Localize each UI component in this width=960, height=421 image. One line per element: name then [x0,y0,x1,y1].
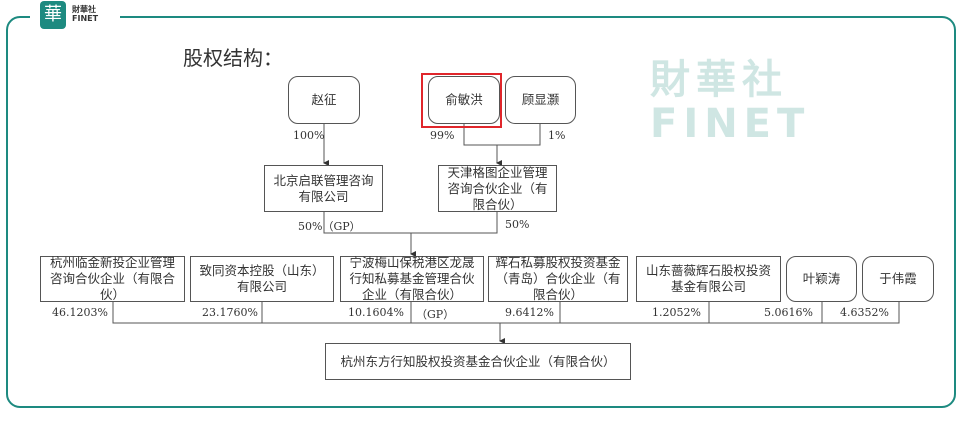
entity-tianjin-getu: 天津格图企业管理咨询合伙企业（有限合伙） [438,165,557,212]
pct-zhao: 100% [293,129,325,142]
holder-pct: 4.6352% [840,306,889,319]
holder-box: 叶颖涛 [786,256,857,302]
holder-pct: 23.1760% [202,306,258,319]
logo-en: FINET [72,14,99,23]
holder-box: 山东蔷薇辉石股权投资基金有限公司 [636,256,781,302]
finet-logo: 華 [40,1,66,29]
shareholder-gu-xianhao: 顾显灏 [505,76,576,124]
pct-tianjin: 50% [505,218,530,231]
shareholder-zhao-zheng: 赵征 [288,76,360,124]
holder-box: 致同资本控股（山东）有限公司 [190,256,334,302]
holder-pct: 1.2052% [652,306,701,319]
shareholder-yu-minhong: 俞敏洪 [428,76,500,124]
holder-gp-note: （GP） [416,308,455,321]
pct-gu: 1% [548,129,566,142]
holder-pct: 10.1604% [348,306,404,319]
entity-beijing-qilian: 北京启联管理咨询有限公司 [264,165,383,212]
holder-box: 辉石私募股权投资基金（青岛）合伙企业（有限合伙） [488,255,628,302]
pct-yu: 99% [430,129,455,142]
slide-frame [6,16,956,408]
holder-box: 宁波梅山保税港区龙晟行知私募基金管理合伙企业（有限合伙） [340,255,484,302]
holder-pct: 5.0616% [764,306,813,319]
target-entity: 杭州东方行知股权投资基金合伙企业（有限合伙） [325,343,631,380]
holder-box: 杭州临金新投企业管理咨询合伙企业（有限合伙） [40,255,185,302]
watermark-en: FINET [650,101,811,147]
holder-pct: 46.1203% [52,306,108,319]
watermark-cn: 財華社 [650,57,788,103]
pct-beijing: 50%（GP） [298,220,361,233]
page-title: 股权结构： [183,46,283,70]
holder-pct: 9.6412% [505,306,554,319]
holder-box: 于伟霞 [862,256,934,302]
logo-cn: 財華社 [72,5,96,14]
